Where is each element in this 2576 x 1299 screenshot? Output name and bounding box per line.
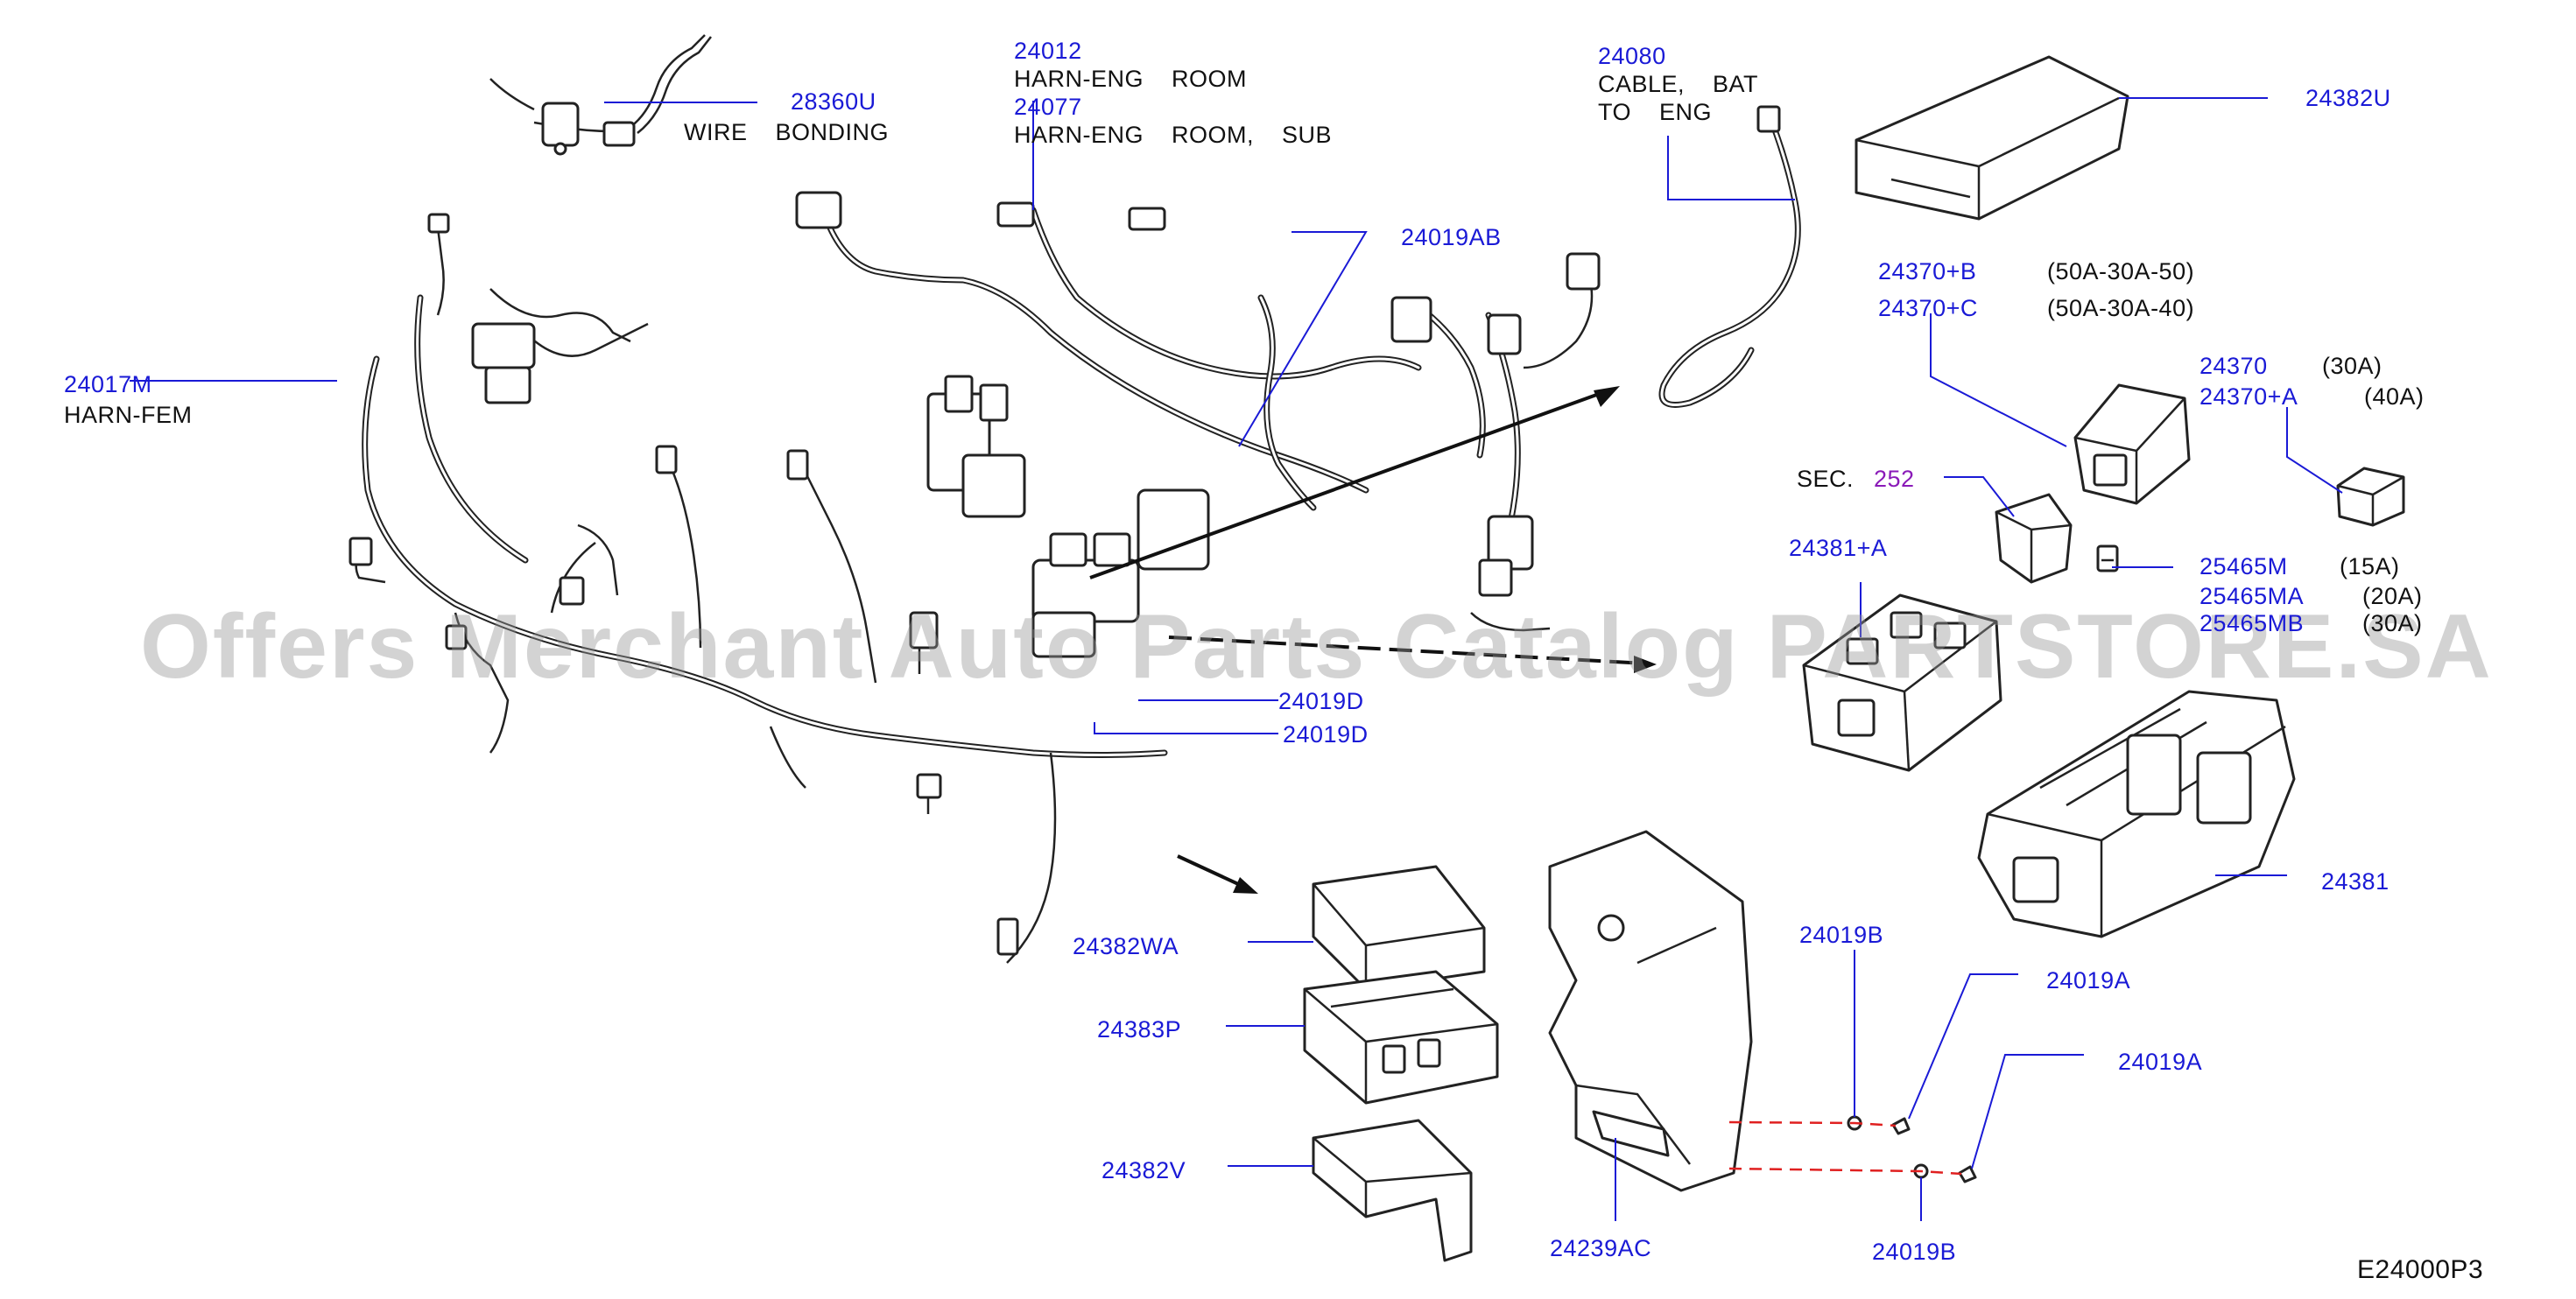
- relay-illustration: [1995, 493, 2073, 584]
- fuse-box-cover-illustration: [1855, 55, 2129, 221]
- label-harn-eng-room: HARN-ENG ROOM: [1014, 66, 1248, 92]
- diagram-code: E24000P3: [2357, 1255, 2484, 1284]
- label-cable-bat: CABLE, BAT: [1598, 71, 1759, 97]
- label-25465M-rating: (15A): [2340, 553, 2400, 579]
- label-24019B-bottom[interactable]: 24019B: [1872, 1239, 1957, 1265]
- label-24370-B-rating: (50A-30A-50): [2047, 258, 2195, 284]
- alignment-line-lower: [1728, 1167, 1962, 1176]
- relay-block-illustration: [926, 375, 1026, 518]
- fuse-box-body-illustration: [1977, 690, 2296, 938]
- label-sec: SEC.: [1797, 466, 1855, 492]
- label-24239AC[interactable]: 24239AC: [1550, 1235, 1652, 1261]
- label-24019A-second[interactable]: 24019A: [2118, 1049, 2203, 1075]
- fuse-block-small-illustration: [1802, 593, 2002, 772]
- label-to-eng: TO ENG: [1598, 99, 1713, 125]
- bracket-plate-illustration: [1548, 830, 1753, 1192]
- label-24381-A[interactable]: 24381+A: [1789, 535, 1888, 561]
- label-24383P[interactable]: 24383P: [1097, 1016, 1182, 1043]
- label-25465MB-rating: (30A): [2362, 610, 2423, 636]
- label-24370[interactable]: 24370: [2199, 353, 2268, 379]
- connector-cluster-illustration: [1031, 488, 1210, 658]
- label-24019D-lower[interactable]: 24019D: [1283, 721, 1369, 748]
- label-28360U[interactable]: 28360U: [791, 88, 876, 115]
- harness-front-illustration: [348, 213, 1168, 964]
- label-24019D-upper[interactable]: 24019D: [1278, 688, 1364, 714]
- direction-arrows: [1089, 386, 1657, 894]
- label-wire-bonding: WIRE BONDING: [684, 119, 890, 145]
- label-24019AB[interactable]: 24019AB: [1401, 224, 1502, 250]
- label-25465M[interactable]: 25465M: [2199, 553, 2288, 579]
- label-sec-252[interactable]: 252: [1874, 466, 1915, 492]
- label-25465MB[interactable]: 25465MB: [2199, 610, 2305, 636]
- label-24019A-first[interactable]: 24019A: [2046, 967, 2131, 994]
- alignment-line-upper: [1728, 1120, 1897, 1127]
- label-24370-C[interactable]: 24370+C: [1878, 295, 1978, 321]
- label-24077[interactable]: 24077: [1014, 94, 1082, 120]
- label-24019B-top[interactable]: 24019B: [1799, 922, 1884, 948]
- label-25465MA-rating: (20A): [2362, 583, 2423, 609]
- mini-fuse-illustration: [2096, 544, 2119, 572]
- fusible-link-large-illustration: [2073, 383, 2191, 505]
- label-24382WA[interactable]: 24382WA: [1073, 933, 1179, 959]
- label-24382U[interactable]: 24382U: [2305, 85, 2391, 111]
- label-24382V[interactable]: 24382V: [1101, 1157, 1186, 1183]
- block-24383P-illustration: [1303, 970, 1499, 1105]
- cover-24382WA-illustration: [1312, 865, 1486, 991]
- label-24017M[interactable]: 24017M: [64, 371, 152, 397]
- label-harn-eng-room-sub: HARN-ENG ROOM, SUB: [1014, 122, 1333, 148]
- label-harn-fem: HARN-FEM: [64, 402, 193, 428]
- wire-bonding-illustration: [489, 34, 712, 156]
- watermark: Offers Merchant Auto Parts Catalog PARTS…: [140, 596, 2493, 698]
- leader-lines: [130, 97, 2343, 1221]
- label-24381[interactable]: 24381: [2321, 868, 2389, 895]
- label-24370-C-rating: (50A-30A-40): [2047, 295, 2195, 321]
- label-24370-A[interactable]: 24370+A: [2199, 383, 2298, 410]
- label-24080[interactable]: 24080: [1598, 43, 1666, 69]
- label-24370-B[interactable]: 24370+B: [1878, 258, 1977, 284]
- cable-battery-illustration: [1658, 105, 1801, 408]
- bracket-24382V-illustration: [1312, 1119, 1473, 1262]
- fusible-link-small-illustration: [2336, 467, 2405, 527]
- label-24012[interactable]: 24012: [1014, 38, 1082, 64]
- label-25465MA[interactable]: 25465MA: [2199, 583, 2305, 609]
- harness-engine-room-illustration: [795, 191, 1601, 658]
- label-24370-A-rating: (40A): [2364, 383, 2425, 410]
- label-24370-rating: (30A): [2322, 353, 2382, 379]
